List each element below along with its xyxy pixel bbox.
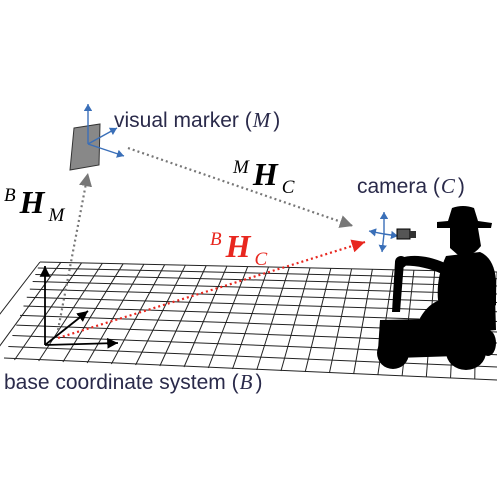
grid-line [3,357,497,381]
wheelchair-user-silhouette [377,206,496,370]
grid-line [183,265,228,368]
grid-line [86,264,145,364]
grid-line [256,267,290,371]
grid-line [26,296,497,313]
grid-line [32,281,497,295]
grid-line [29,288,497,304]
camera-label: camera (C) [357,174,465,198]
grid-line [353,269,373,375]
transform-label-bhm: B H M [4,184,66,226]
transform-label-bhc: B H C [210,228,268,270]
transform-label-mhc: M H C [232,156,295,198]
grid-line [328,268,353,374]
grid-line [304,268,332,373]
grid-line [38,263,103,362]
grid-line [23,305,497,323]
marker-plate-icon [69,104,125,171]
base-axes-icon [39,266,119,349]
arrow-base-to-marker [56,172,93,331]
camera-icon [368,212,416,253]
grid-line [14,262,82,361]
grid-line [280,267,311,372]
grid-line [135,264,186,366]
grid-line [232,266,269,370]
marker-label: visual marker (M) [114,108,280,132]
grid-line [159,265,207,367]
grid-line [35,273,497,287]
grid-line [207,266,249,369]
grid-line [0,261,41,315]
grid-floor [0,261,497,381]
grid-line [8,345,497,368]
arrow-base-to-camera [57,239,366,340]
grid-line [62,263,124,363]
grid-line [110,264,166,365]
grid-line [0,262,62,347]
base-label: base coordinate system (B) [4,370,262,394]
grid-line [37,267,497,280]
